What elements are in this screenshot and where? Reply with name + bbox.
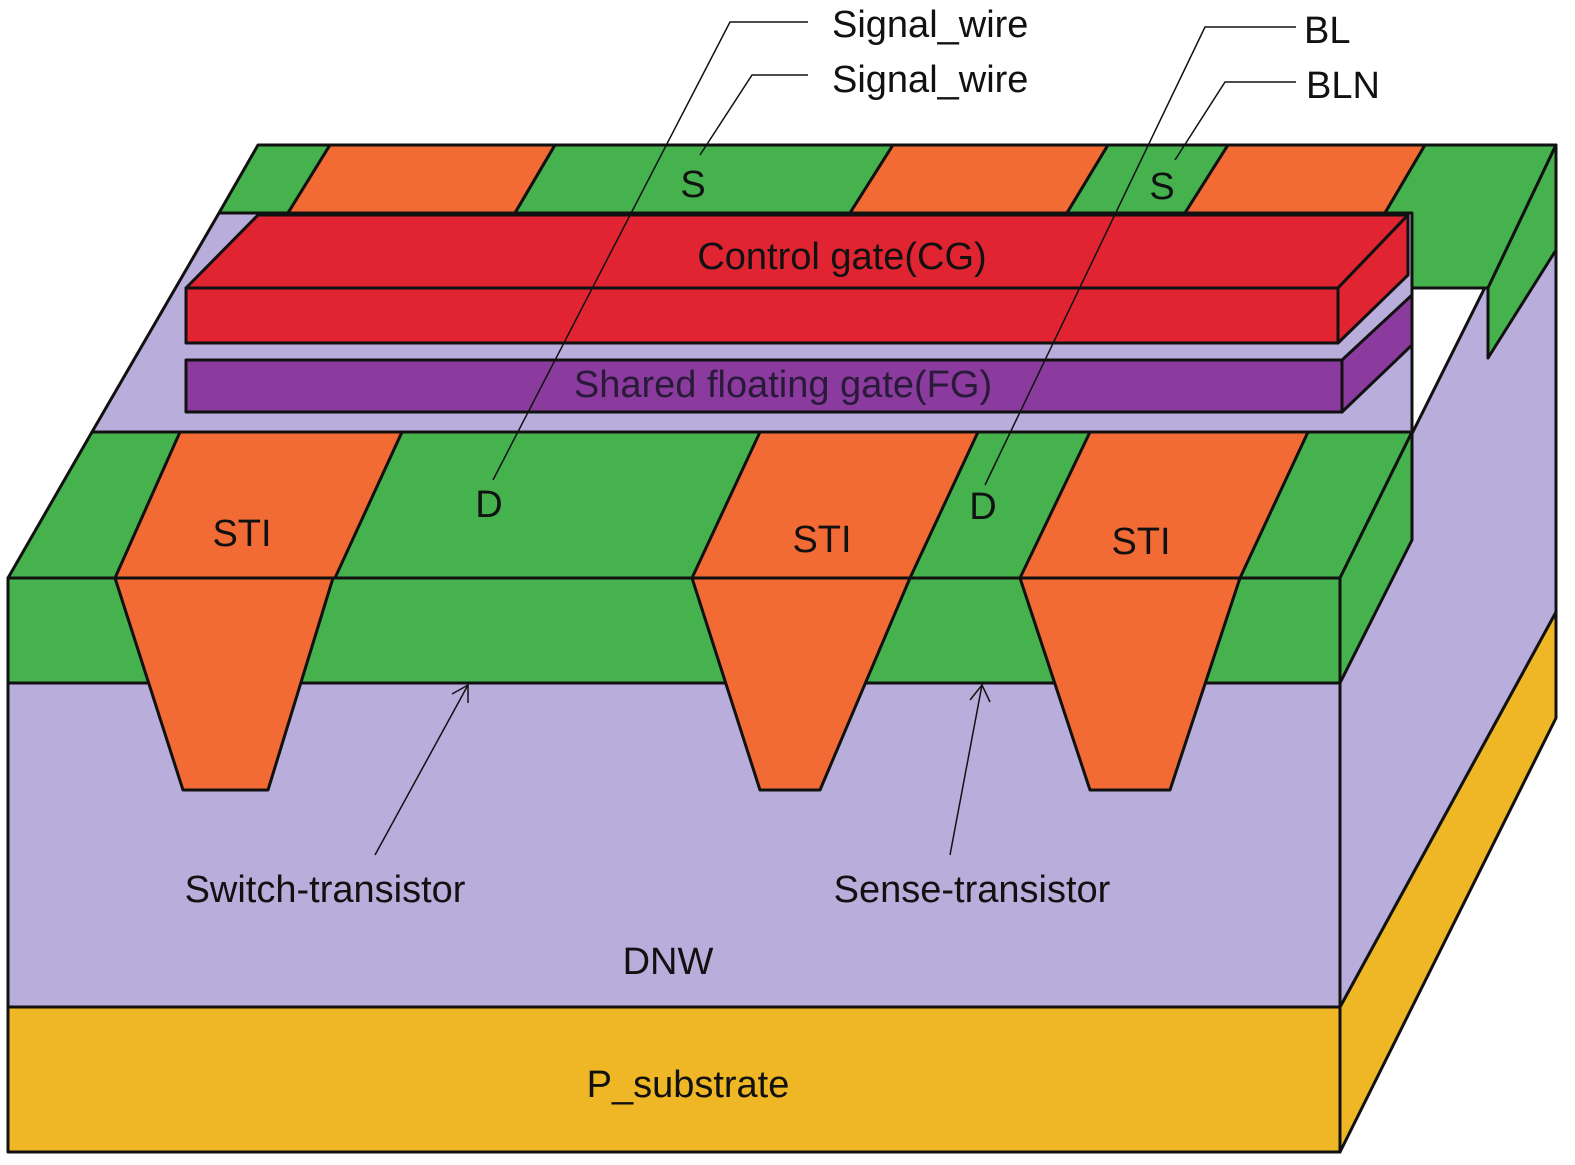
- label-bl: BL: [1304, 10, 1350, 52]
- label-control-gate: Control gate(CG): [697, 236, 986, 278]
- label-source-1: S: [680, 164, 705, 206]
- back-active-4-side: [1486, 143, 1558, 360]
- active-side: [1338, 430, 1414, 685]
- floating-gate-side: [1340, 293, 1414, 414]
- back-sti-1: [286, 143, 557, 215]
- label-sti-2: STI: [792, 519, 851, 561]
- sti-2-front: [690, 576, 912, 792]
- label-sense-transistor: Sense-transistor: [834, 869, 1111, 911]
- label-bln: BLN: [1306, 65, 1380, 107]
- back-sti-3: [1183, 143, 1427, 215]
- p-substrate-front: [6, 1005, 1342, 1154]
- sti-3-front: [1018, 576, 1242, 792]
- label-floating-gate: Shared floating gate(FG): [574, 364, 992, 406]
- label-source-2: S: [1149, 166, 1174, 208]
- leader-signal-wire-2: [699, 74, 808, 156]
- label-p-substrate: P_substrate: [587, 1064, 790, 1106]
- back-sti-2: [848, 143, 1110, 215]
- label-drain-1: D: [475, 484, 502, 526]
- label-drain-2: D: [969, 486, 996, 528]
- label-signal-wire-1: Signal_wire: [832, 4, 1028, 46]
- label-switch-transistor: Switch-transistor: [185, 869, 466, 911]
- leader-signal-wire-1: [492, 21, 808, 481]
- arrow-sense-transistor: [949, 683, 991, 856]
- control-gate-side: [1336, 213, 1410, 345]
- label-sti-3: STI: [1111, 521, 1170, 563]
- leader-bln: [1174, 81, 1296, 161]
- leader-bl: [984, 26, 1296, 486]
- control-gate-front: [184, 286, 1340, 345]
- label-dnw: DNW: [623, 941, 714, 983]
- sti-1-front: [113, 576, 335, 792]
- arrow-switch-transistor: [374, 683, 469, 856]
- label-signal-wire-2: Signal_wire: [832, 59, 1028, 101]
- label-sti-1: STI: [212, 513, 271, 555]
- sti-1-top: [113, 430, 404, 580]
